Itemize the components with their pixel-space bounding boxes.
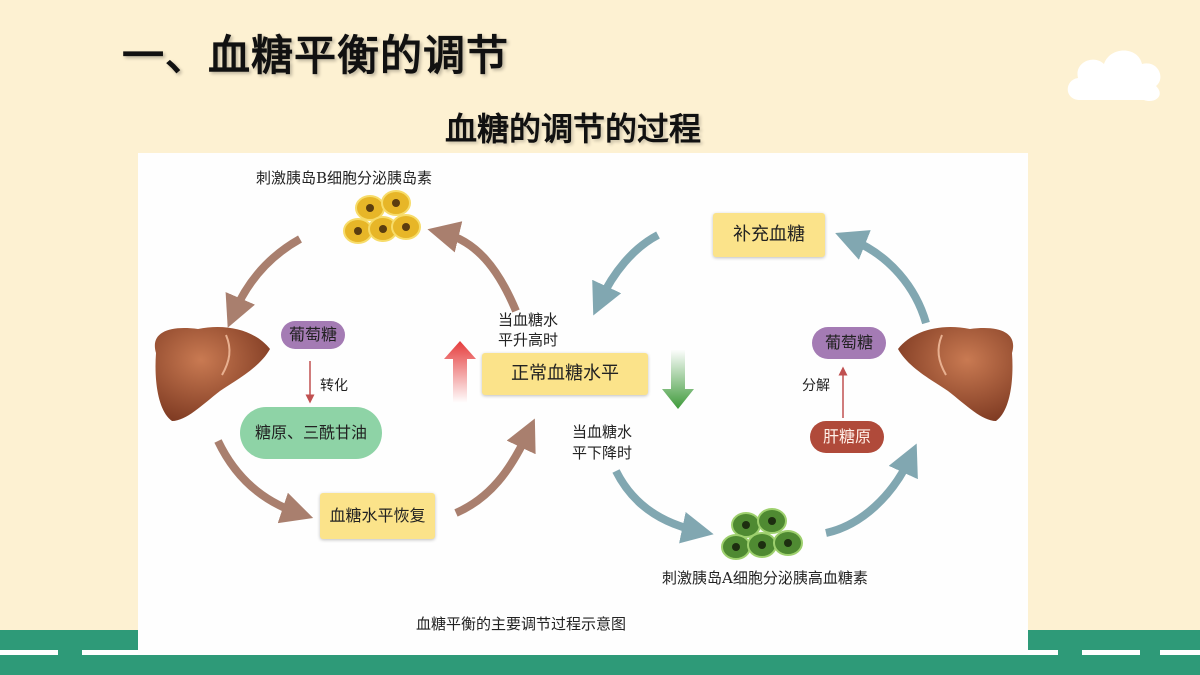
a-cell-label: 刺激胰岛A细胞分泌胰高血糖素: [662, 569, 868, 587]
diagram-graphics: [154, 190, 1014, 560]
liver-icon: [898, 327, 1014, 421]
rise-arrow-icon: [444, 341, 476, 403]
arrow-to-center-left: [454, 418, 536, 517]
slide-title: 一、血糖平衡的调节: [122, 31, 510, 80]
liver-icon: [154, 327, 270, 421]
cloud-icon: [1067, 50, 1161, 102]
arrow-to-restore: [214, 439, 314, 524]
arrow-to-right-liver: [825, 443, 918, 537]
liver-glycogen: 肝糖原: [810, 421, 884, 453]
arrow-to-acells: [612, 469, 714, 544]
diagram-caption: 血糖平衡的主要调节过程示意图: [416, 615, 627, 633]
b-cells-icon: [343, 190, 421, 244]
fall-arrow-icon: [662, 349, 694, 409]
glucose-left: 葡萄糖: [281, 321, 345, 349]
arrow-to-supplement: [835, 230, 930, 325]
rise-label-2: 平升高时: [498, 331, 559, 349]
arrow-to-left-liver: [225, 235, 302, 328]
supplement-box: 补充血糖: [713, 213, 825, 257]
restore-box: 血糖水平恢复: [320, 493, 435, 539]
arrow-from-supplement: [592, 231, 660, 316]
rise-label-1: 当血糖水: [498, 311, 559, 329]
decompose-label: 分解: [802, 378, 830, 394]
center-box: 正常血糖水平: [482, 353, 648, 395]
fall-label-2: 平下降时: [572, 444, 633, 462]
glycogen-fat: 糖原、三酰甘油: [240, 407, 382, 459]
b-cell-label: 刺激胰岛B细胞分泌胰岛素: [256, 169, 433, 187]
fall-label-1: 当血糖水: [572, 423, 633, 441]
blood-glucose-diagram: 刺激胰岛B细胞分泌胰岛素 葡萄糖 转化 糖原、三酰甘油 血糖水平恢复 当血糖水 …: [138, 153, 1028, 655]
convert-label: 转化: [320, 378, 348, 394]
arrow-to-bcells: [427, 221, 520, 313]
slide-subtitle: 血糖的调节的过程: [445, 110, 702, 148]
a-cells-icon: [721, 508, 803, 560]
glucose-right: 葡萄糖: [812, 327, 886, 359]
